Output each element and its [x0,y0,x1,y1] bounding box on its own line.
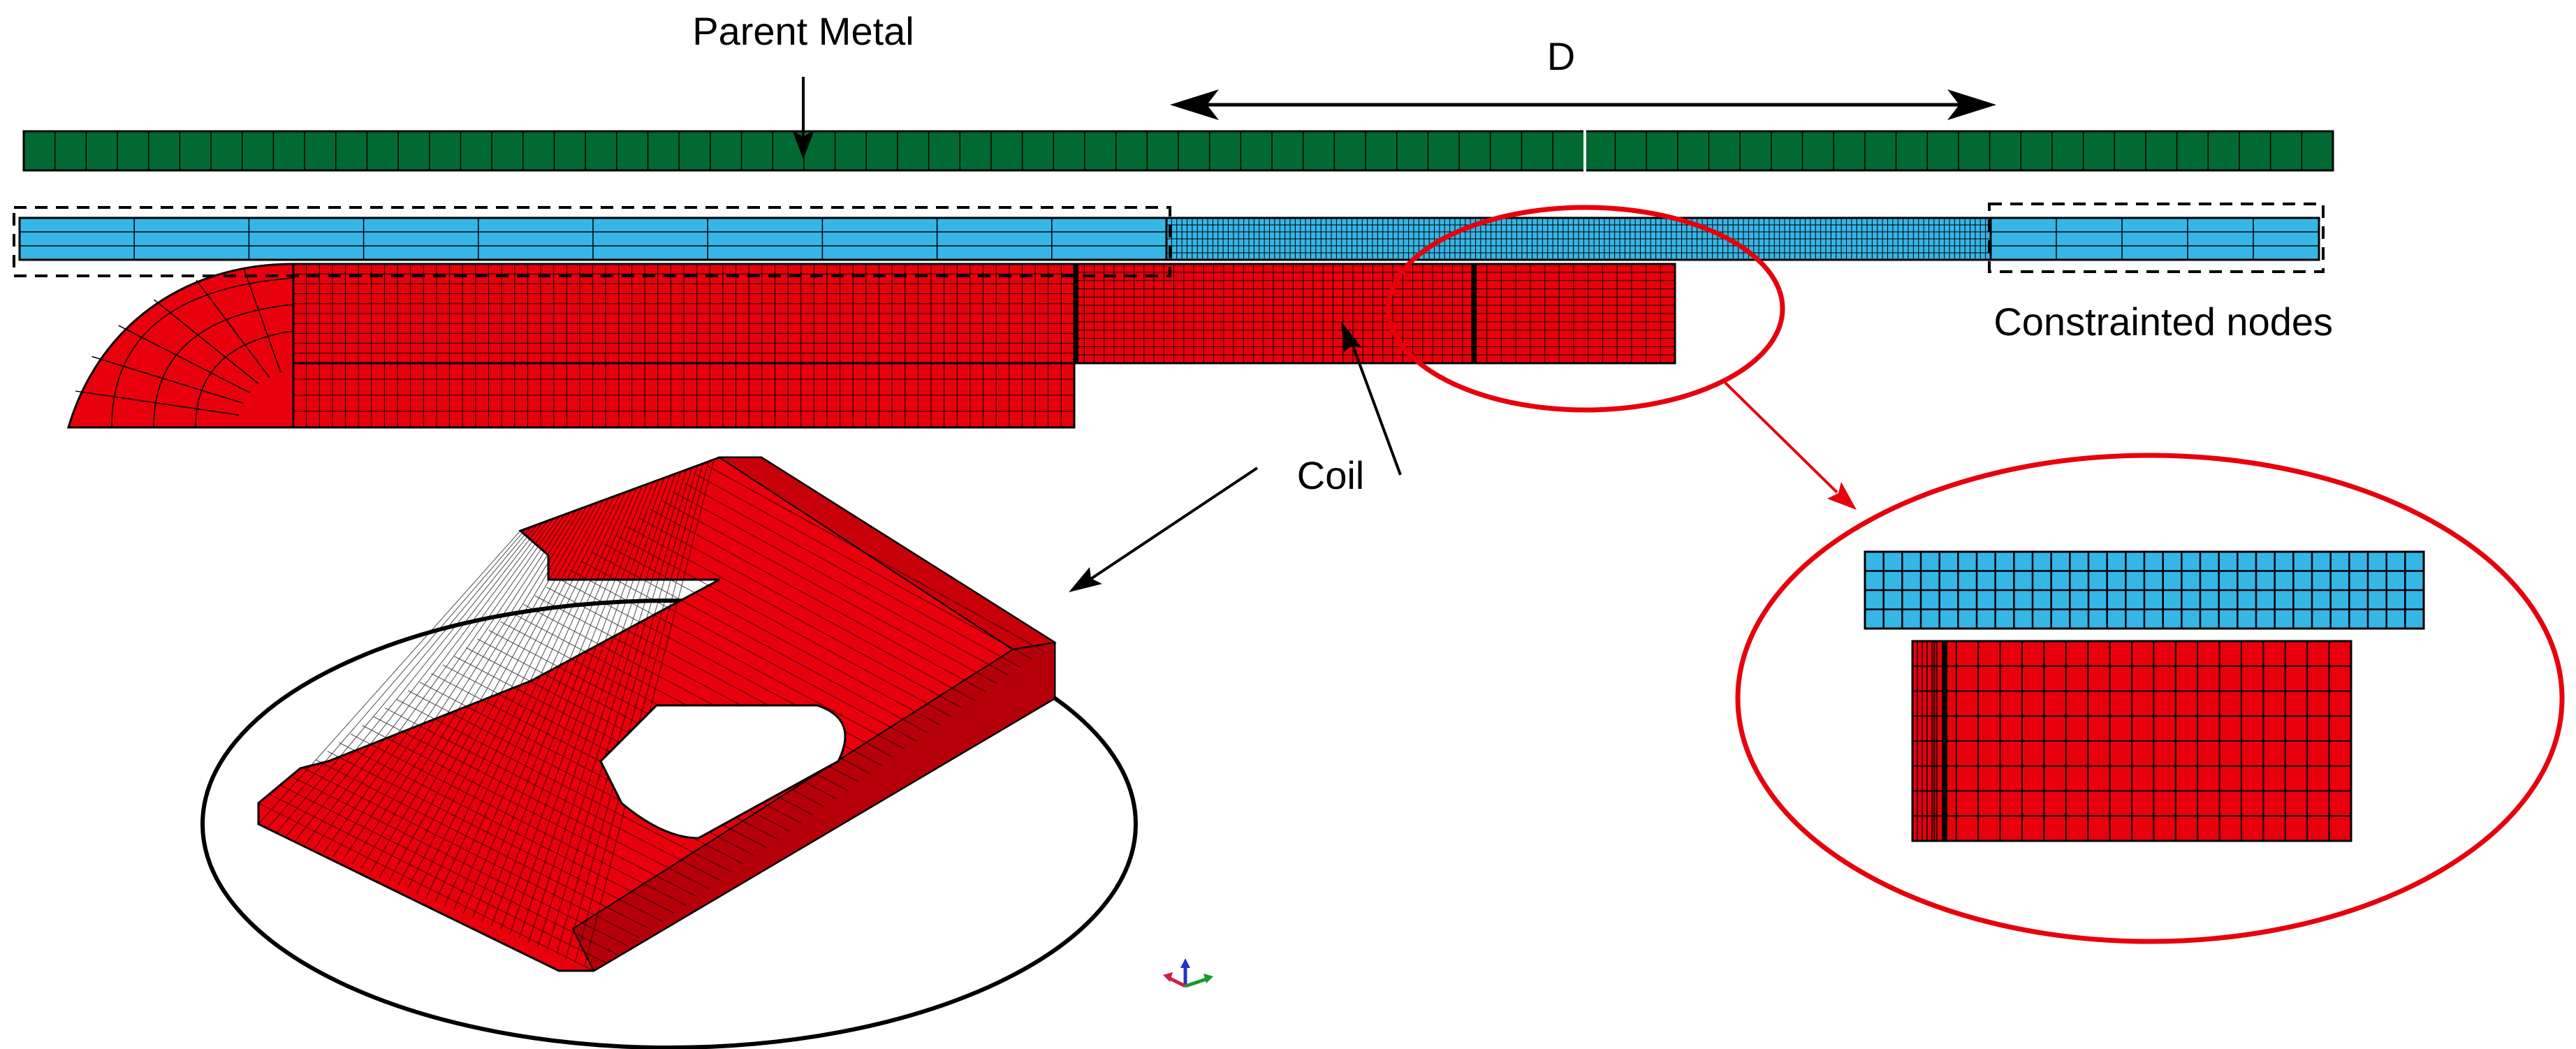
parent-metal-sheet [22,130,2334,172]
coil-3d-model [257,456,1057,972]
distance-arrow-right [1947,89,1996,120]
driver-sheet [18,217,2320,261]
detail-highlight-ellipse [1386,205,1785,413]
detail-pointer [1724,381,1838,494]
coil-pointer-section [1350,342,1402,476]
coil-pointer-section-arrowhead [1341,321,1362,352]
coil-label: Coil [1297,453,1364,497]
coil-pointer-3d [1088,467,1259,581]
constrained-nodes-label: Constrainted nodes [1993,300,2333,344]
parent-metal-arrowhead [792,130,814,159]
distance-label: D [1547,34,1575,78]
constrained-region-left [13,206,1171,277]
coil-pointer-3d-arrowhead [1069,567,1102,592]
detail-zoom-mesh [1864,550,2425,842]
axis-triad-icon [1163,958,1213,988]
detail-pointer-arrowhead [1827,482,1857,510]
distance-arrow-left [1170,89,1219,120]
constrained-region-right [1988,203,2325,273]
parent-metal-label: Parent Metal [692,9,914,53]
coil-cross-section [66,263,1676,429]
